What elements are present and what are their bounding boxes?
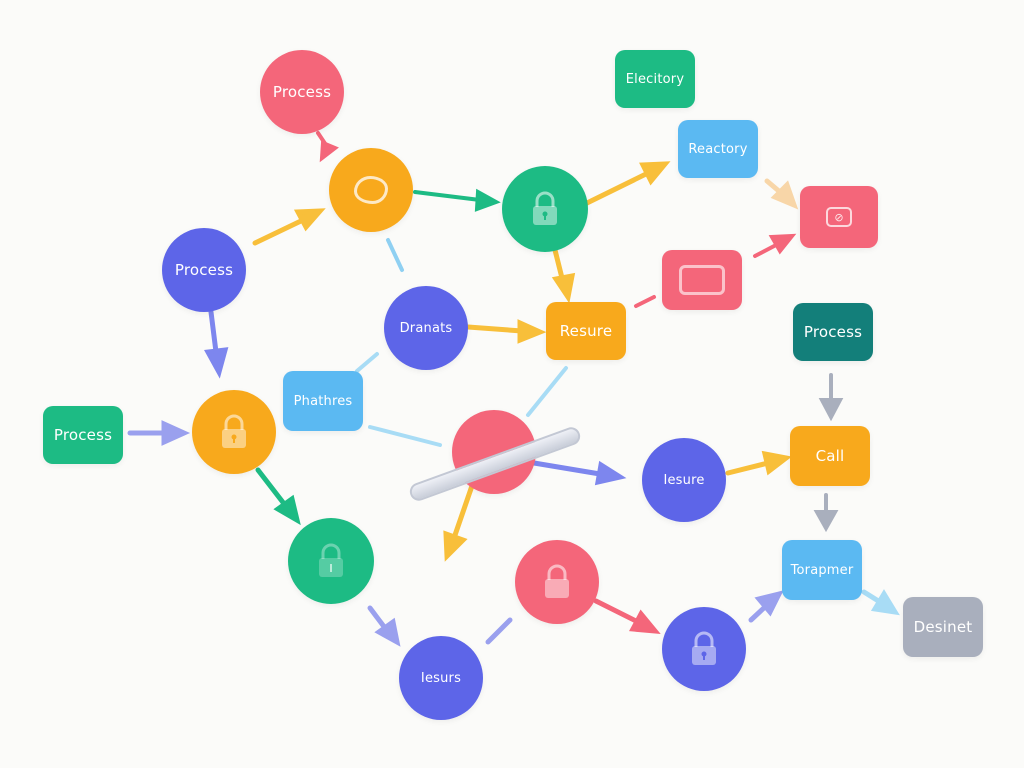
frame-node-right[interactable]: ⊘ — [800, 186, 878, 248]
connector-arrow — [413, 188, 501, 212]
node-label: Iesure — [663, 472, 705, 488]
lock-node-top[interactable] — [502, 166, 588, 252]
connector-arrow — [127, 420, 191, 446]
iesurs-node[interactable]: Iesurs — [399, 636, 483, 720]
connector-arrow — [861, 589, 900, 616]
connector-arrow — [725, 450, 792, 476]
connector-arrow — [634, 295, 656, 308]
elecitory-node[interactable]: Elecitory — [615, 50, 695, 108]
desinet-node[interactable]: Desinet — [903, 597, 983, 657]
lock-icon — [545, 564, 569, 598]
process-node-top[interactable]: Process — [260, 50, 344, 134]
phathres-node[interactable]: Phathres — [283, 371, 363, 431]
node-label: Process — [174, 261, 234, 279]
connector-line — [386, 238, 404, 272]
resure-node[interactable]: Resure — [546, 302, 626, 360]
connector-arrow — [753, 233, 797, 258]
lock-node-green-bottom[interactable] — [288, 518, 374, 604]
lock-icon — [533, 191, 557, 225]
node-label: Iesurs — [420, 670, 462, 686]
lock-node-pink[interactable] — [515, 540, 599, 624]
call-node[interactable]: Call — [790, 426, 870, 486]
connector-arrow — [465, 319, 547, 344]
node-label: Reactory — [688, 141, 748, 157]
node-label: Call — [815, 447, 845, 465]
cloud-icon — [354, 176, 388, 204]
lock-icon — [222, 414, 246, 448]
lock-node-orange[interactable] — [192, 390, 276, 474]
node-label: Process — [803, 323, 863, 341]
reactory-node[interactable]: Reactory — [678, 120, 758, 178]
dranats-node[interactable]: Dranats — [384, 286, 468, 370]
node-label: Phathres — [293, 393, 353, 409]
node-label: Elecitory — [625, 71, 685, 87]
frame-icon: ⊘ — [826, 207, 852, 227]
node-label: Dranats — [399, 320, 453, 336]
cloud-node[interactable] — [329, 148, 413, 232]
iesure-node[interactable]: Iesure — [642, 438, 726, 522]
connector-arrow — [367, 605, 401, 647]
connector-arrow — [551, 247, 576, 304]
node-label: Process — [272, 83, 332, 101]
frame-icon — [679, 265, 725, 295]
torapmer-node[interactable]: Torapmer — [782, 540, 862, 600]
process-node-teal[interactable]: Process — [793, 303, 873, 361]
connector-line — [526, 366, 568, 417]
connector-arrow — [593, 598, 661, 635]
connector-arrow — [204, 309, 229, 379]
node-label: Resure — [559, 322, 613, 340]
lock-icon — [319, 543, 343, 577]
connector-line — [368, 425, 442, 447]
frame-node-mid[interactable] — [662, 250, 742, 310]
connector-arrow — [443, 477, 477, 562]
connector-line — [355, 352, 379, 373]
connector-arrow — [252, 208, 326, 246]
connector-arrow — [316, 131, 339, 163]
connector-arrow — [813, 493, 839, 533]
connector-arrow — [764, 178, 799, 210]
process-node-green[interactable]: Process — [43, 406, 123, 464]
node-label: Torapmer — [790, 562, 854, 578]
connector-arrow — [255, 467, 301, 526]
connector-arrow — [584, 161, 671, 206]
connector-arrow — [748, 590, 784, 623]
process-node-left[interactable]: Process — [162, 228, 246, 312]
connector-line — [485, 617, 513, 645]
node-label: Desinet — [913, 618, 973, 636]
lock-node-purple[interactable] — [662, 607, 746, 691]
connector-arrow — [531, 460, 627, 486]
node-label: Process — [53, 426, 113, 444]
lock-icon — [692, 631, 716, 665]
connector-arrow — [818, 373, 844, 422]
